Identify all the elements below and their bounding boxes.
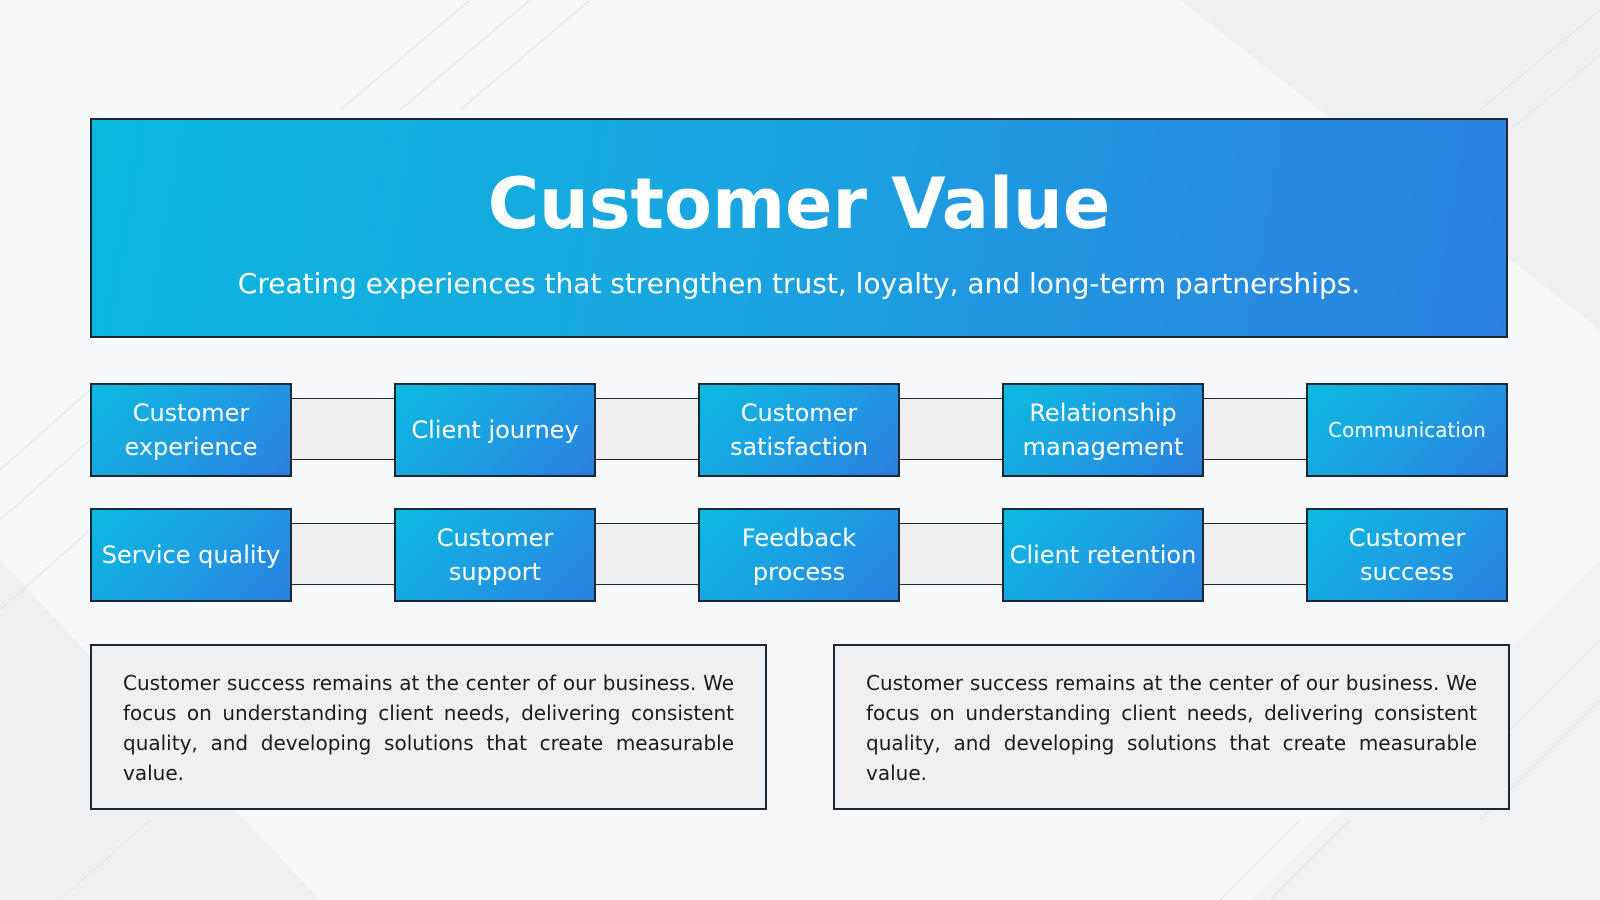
description-panel-right: Customer success remains at the center o… xyxy=(833,644,1510,810)
connector-bar xyxy=(290,523,396,585)
node-label: Customer success xyxy=(1348,524,1466,586)
node-service-quality: Service quality xyxy=(90,508,292,602)
node-client-retention: Client retention xyxy=(1002,508,1204,602)
node-label: Client journey xyxy=(411,416,579,444)
node-feedback-process: Feedback process xyxy=(698,508,900,602)
page-title: Customer Value xyxy=(487,163,1111,245)
connector-bar xyxy=(1202,523,1308,585)
node-label: Customer support xyxy=(436,524,554,586)
connector-bar xyxy=(594,398,700,460)
node-label: Relationship management xyxy=(1022,399,1184,461)
node-label: Communication xyxy=(1328,418,1486,442)
description-text: Customer success remains at the center o… xyxy=(123,671,734,785)
node-customer-support: Customer support xyxy=(394,508,596,602)
connector-bar xyxy=(1202,398,1308,460)
node-client-journey: Client journey xyxy=(394,383,596,477)
node-relationship-management: Relationship management xyxy=(1002,383,1204,477)
node-label: Feedback process xyxy=(741,524,857,586)
page-subtitle: Creating experiences that strengthen tru… xyxy=(237,267,1361,300)
connector-bar xyxy=(898,398,1004,460)
node-label: Customer experience xyxy=(124,399,258,461)
node-communication: Communication xyxy=(1306,383,1508,477)
node-customer-success: Customer success xyxy=(1306,508,1508,602)
connector-bar xyxy=(290,398,396,460)
node-label: Customer satisfaction xyxy=(729,399,869,461)
node-customer-experience: Customer experience xyxy=(90,383,292,477)
connector-bar xyxy=(898,523,1004,585)
title-banner: Customer Value Creating experiences that… xyxy=(90,118,1508,338)
description-text: Customer success remains at the center o… xyxy=(866,671,1477,785)
description-panel-left: Customer success remains at the center o… xyxy=(90,644,767,810)
connector-bar xyxy=(594,523,700,585)
node-label: Client retention xyxy=(1009,541,1197,569)
node-customer-satisfaction: Customer satisfaction xyxy=(698,383,900,477)
node-label: Service quality xyxy=(101,541,281,569)
